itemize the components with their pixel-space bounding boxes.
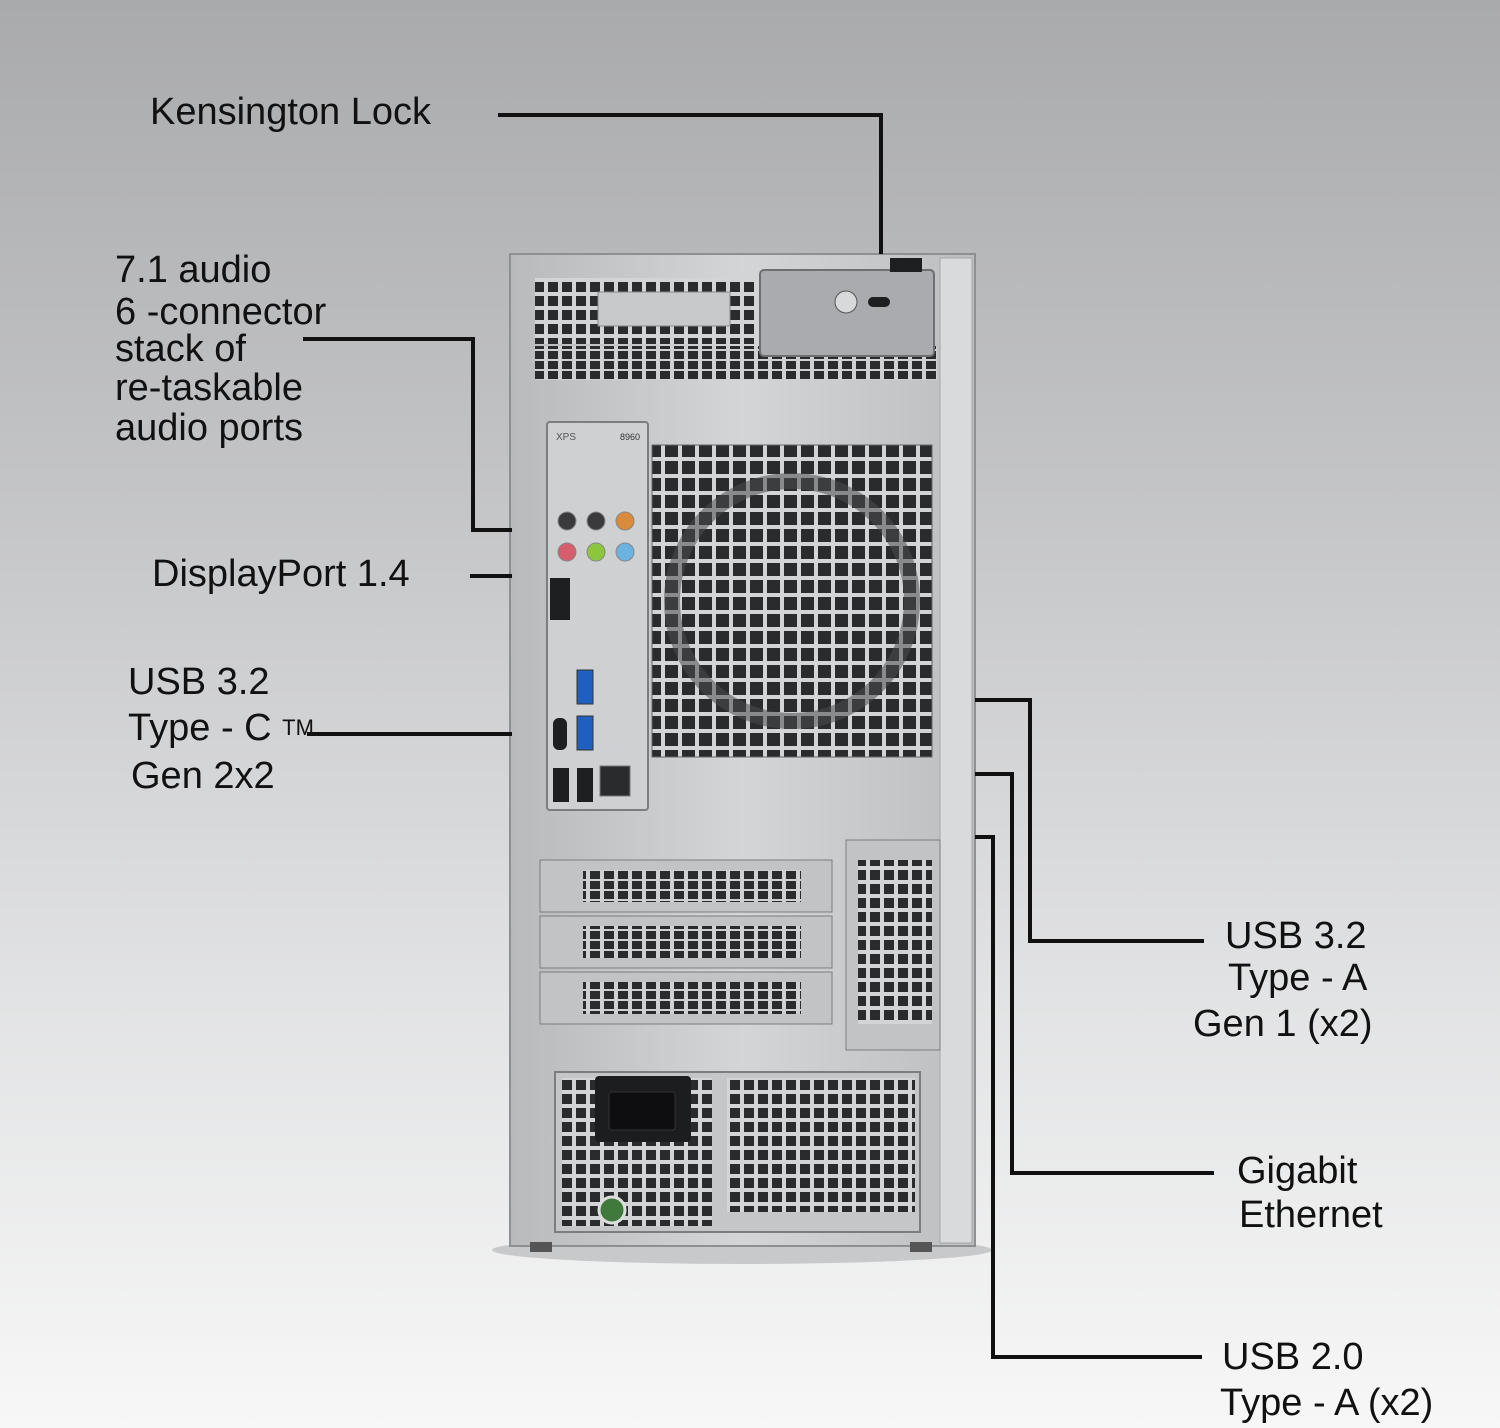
label-audio-line-2: 6 -connector bbox=[115, 291, 327, 333]
label-usb-c-text: Type - C bbox=[128, 707, 272, 749]
gpu-vent bbox=[858, 860, 932, 1024]
usb3-port-2 bbox=[576, 715, 594, 751]
fan-grille bbox=[651, 444, 933, 758]
side-panel-edge bbox=[939, 257, 973, 1244]
callout-audio bbox=[303, 337, 512, 532]
displayport-port bbox=[550, 578, 570, 620]
callout-ethernet bbox=[975, 772, 1214, 1175]
usb3-port-1 bbox=[576, 669, 594, 705]
lock-screw bbox=[834, 290, 858, 314]
brand-mark: XPS bbox=[556, 432, 576, 443]
callout-usb-a-gen1 bbox=[975, 698, 1204, 943]
foot-left bbox=[530, 1242, 552, 1252]
label-audio-line-1: 7.1 audio bbox=[115, 249, 272, 291]
usb2-port-2 bbox=[577, 768, 593, 802]
label-audio-line-5: audio ports bbox=[115, 407, 304, 449]
model-number: 8960 bbox=[620, 432, 640, 442]
lock-hook bbox=[890, 258, 922, 272]
usb2-port-1 bbox=[553, 768, 569, 802]
top-vent-plate bbox=[597, 291, 731, 327]
ground-terminal bbox=[597, 1195, 627, 1225]
callout-kensington bbox=[498, 113, 883, 254]
power-inlet-socket bbox=[608, 1091, 676, 1131]
trademark-symbol: TM bbox=[282, 715, 314, 740]
expansion-slots bbox=[539, 859, 833, 1025]
label-displayport: DisplayPort 1.4 bbox=[152, 553, 410, 595]
psu-vent-right bbox=[727, 1078, 915, 1212]
usb-c-port bbox=[553, 718, 567, 750]
label-kensington-lock: Kensington Lock bbox=[150, 91, 431, 133]
label-usb2-line-2: Type - A (x2) bbox=[1220, 1382, 1434, 1424]
label-audio-line-3: stack of bbox=[115, 328, 246, 370]
foot-right bbox=[910, 1242, 932, 1252]
label-usb-c-line-1: USB 3.2 bbox=[128, 661, 270, 703]
label-usb2-line-1: USB 2.0 bbox=[1222, 1336, 1364, 1378]
label-ethernet-line-2: Ethernet bbox=[1239, 1194, 1383, 1236]
label-usb-c-line-3: Gen 2x2 bbox=[131, 755, 275, 797]
label-audio-line-4: re-taskable bbox=[115, 367, 303, 409]
callout-usb2 bbox=[975, 835, 1202, 1359]
label-usb-c-line-2: Type - C TM bbox=[128, 708, 314, 748]
fan-blade-ring bbox=[664, 473, 920, 729]
audio-jack-stack bbox=[557, 511, 635, 562]
label-usb-a-gen1-line-2: Type - A bbox=[1228, 957, 1368, 999]
kensington-slot bbox=[868, 297, 890, 307]
label-usb-a-gen1-line-3: Gen 1 (x2) bbox=[1193, 1003, 1373, 1045]
label-ethernet-line-1: Gigabit bbox=[1237, 1150, 1358, 1192]
ethernet-port bbox=[599, 765, 631, 797]
label-usb-a-gen1-line-1: USB 3.2 bbox=[1225, 915, 1367, 957]
